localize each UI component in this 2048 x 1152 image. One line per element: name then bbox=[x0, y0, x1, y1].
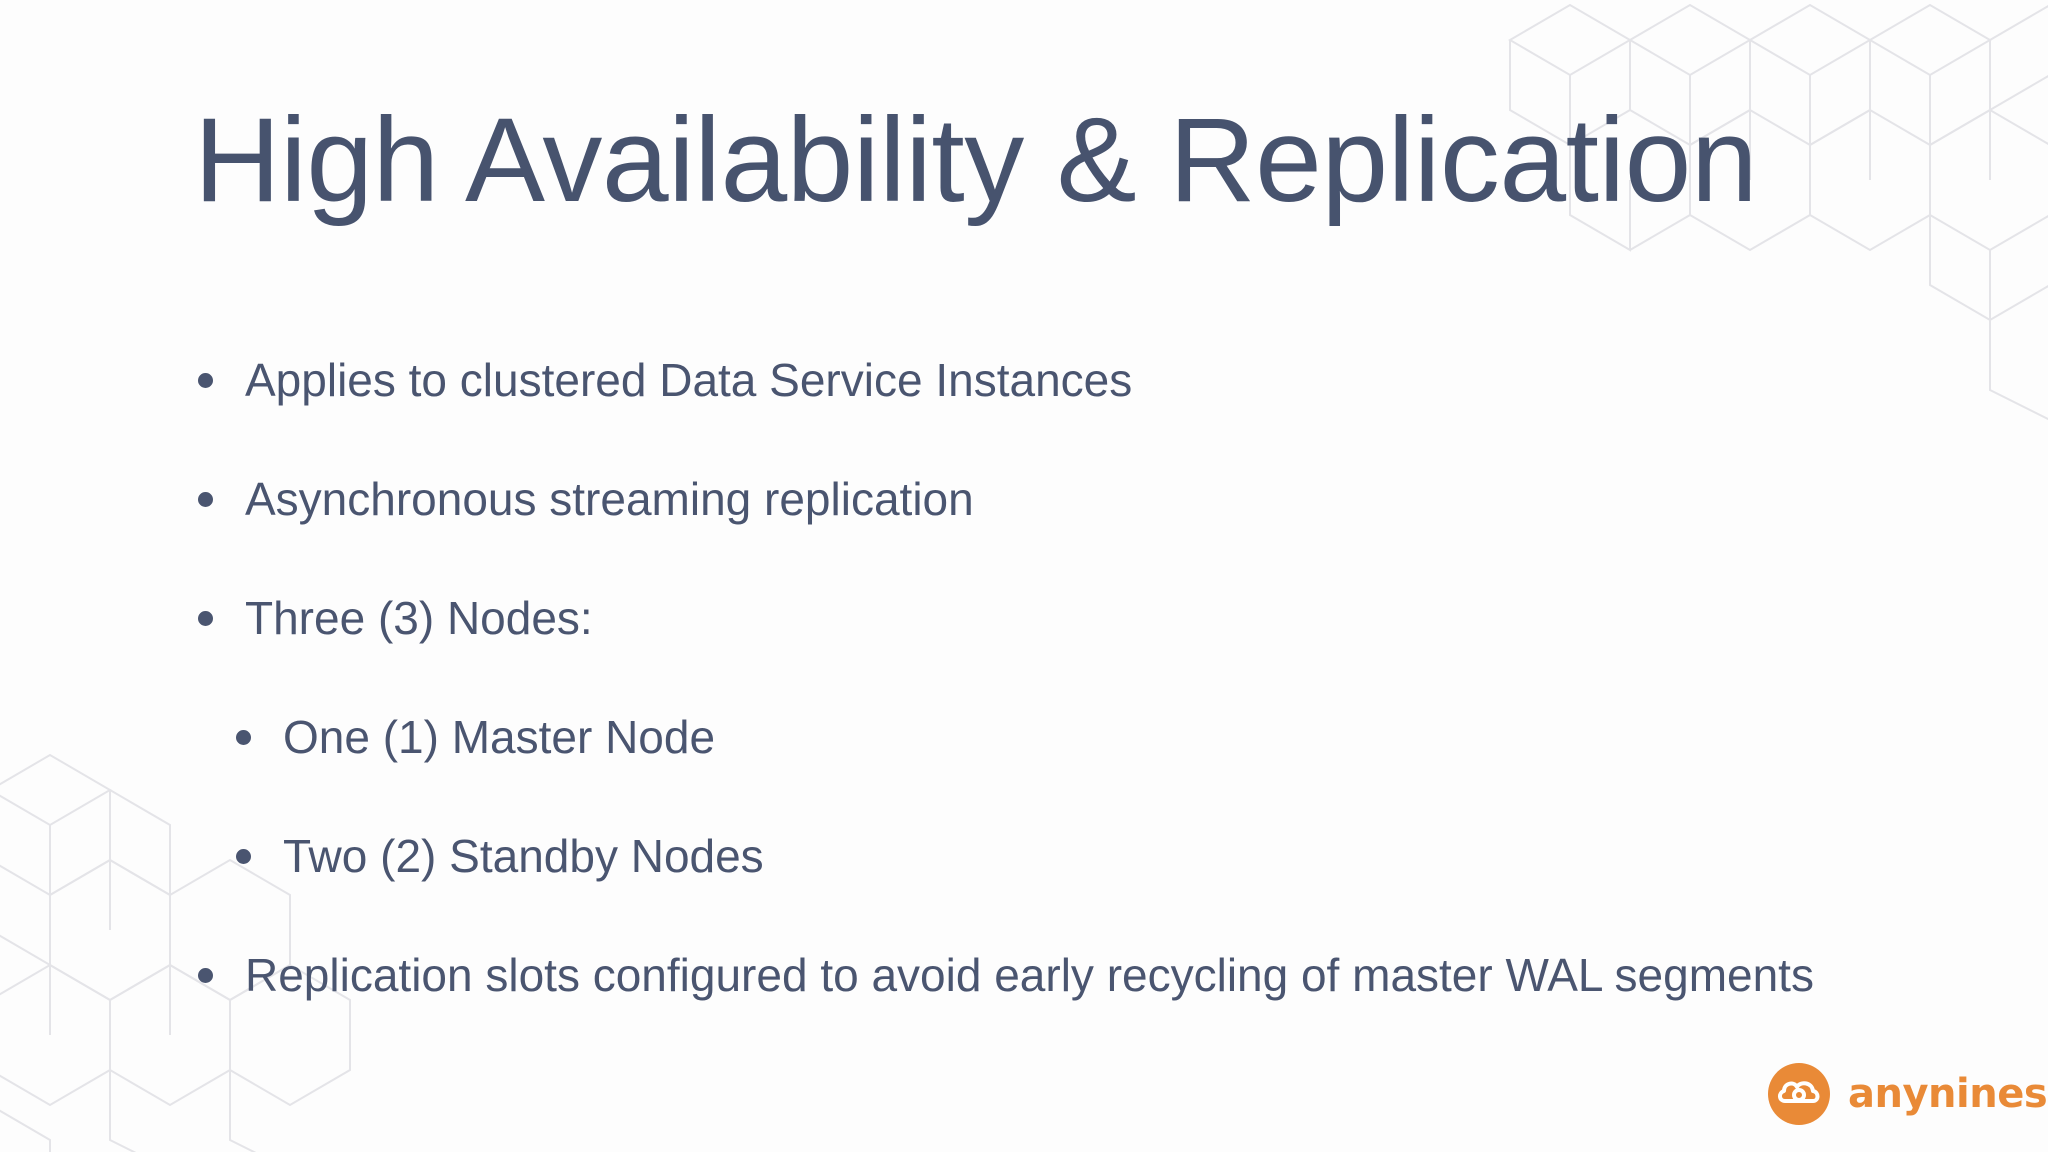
bullet-item: Replication slots configured to avoid ea… bbox=[198, 948, 1814, 1003]
bullet-dot bbox=[198, 492, 213, 507]
bullet-item: Three (3) Nodes: bbox=[198, 591, 593, 646]
bullet-text: Three (3) Nodes: bbox=[245, 592, 593, 644]
bullet-text: Applies to clustered Data Service Instan… bbox=[245, 354, 1133, 406]
bullet-dot bbox=[198, 968, 213, 983]
sub-bullet-item: One (1) Master Node bbox=[236, 710, 716, 765]
bullet-dot bbox=[236, 730, 251, 745]
bullet-dot bbox=[236, 849, 251, 864]
bullet-text: One (1) Master Node bbox=[283, 711, 716, 763]
bullet-text: Two (2) Standby Nodes bbox=[283, 830, 764, 882]
cube-pattern-bottom-left bbox=[0, 753, 351, 1152]
slide-title: High Availability & Replication bbox=[194, 93, 1758, 227]
bullet-item: Asynchronous streaming replication bbox=[198, 472, 974, 527]
anynines-logo: anynines bbox=[1768, 1062, 2048, 1126]
bullet-dot bbox=[198, 611, 213, 626]
bullet-text: Asynchronous streaming replication bbox=[245, 473, 974, 525]
sub-bullet-item: Two (2) Standby Nodes bbox=[236, 829, 764, 884]
cloud-icon bbox=[1768, 1063, 1830, 1125]
bullet-text: Replication slots configured to avoid ea… bbox=[245, 949, 1814, 1001]
bullet-item: Applies to clustered Data Service Instan… bbox=[198, 353, 1133, 408]
logo-text: anynines bbox=[1848, 1071, 2048, 1117]
bullet-dot bbox=[198, 373, 213, 388]
